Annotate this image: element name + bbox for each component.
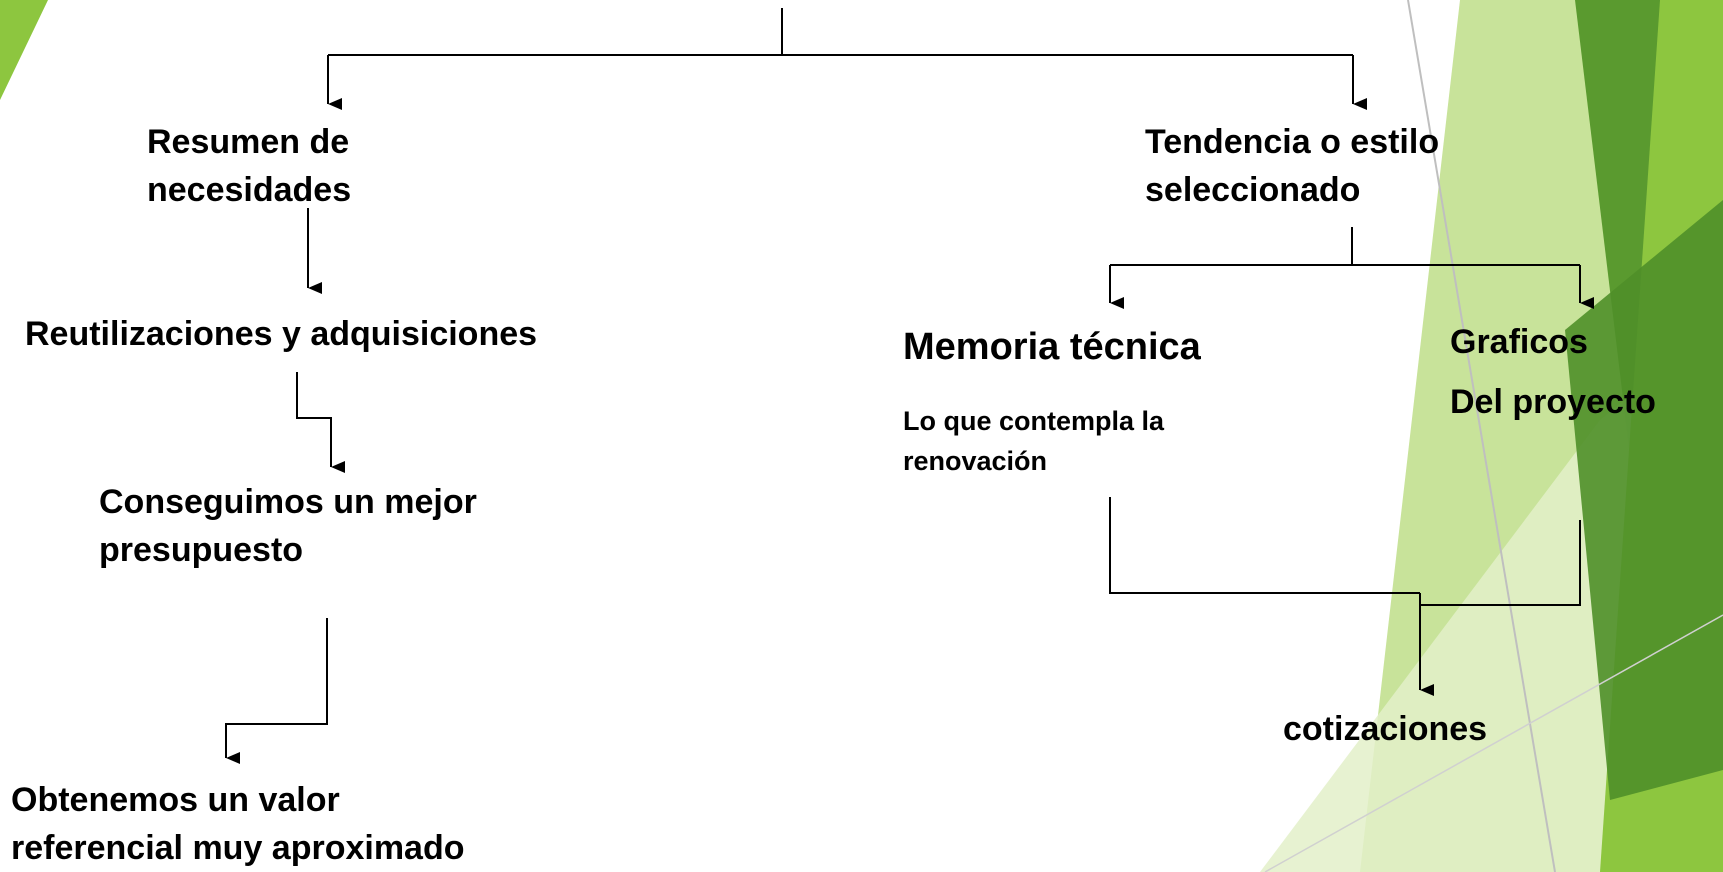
node-tendencia-line-2: seleccionado (1145, 171, 1361, 209)
node-conseguimos-line-2: presupuesto (99, 531, 304, 569)
bg-facet-light-left (0, 0, 48, 100)
node-resumen-line-2: necesidades (147, 171, 352, 209)
node-obtenemos-valor: Obtenemos un valor referencial muy aprox… (11, 776, 465, 872)
node-memoria-tecnica-title: Memoria técnica (903, 326, 1201, 368)
connector-graficos-merge (1420, 520, 1581, 606)
arrow-to-obtenemos (225, 618, 328, 764)
node-reutilizaciones: Reutilizaciones y adquisiciones (25, 310, 537, 358)
node-conseguimos-presupuesto: Conseguimos un mejor presupuesto (99, 478, 477, 574)
node-obtenemos-line-2: referencial muy aproximado (11, 829, 465, 867)
node-graficos-line-1: Graficos (1450, 323, 1588, 361)
node-tendencia-estilo: Tendencia o estilo seleccionado (1145, 118, 1439, 214)
node-conseguimos-line-1: Conseguimos un mejor (99, 483, 477, 521)
node-graficos-line-2: Del proyecto (1450, 383, 1656, 421)
node-memoria-desc-line-1: Lo que contempla la (903, 406, 1165, 436)
node-memoria-description: Lo que contempla la renovación (903, 401, 1164, 481)
node-reutilizaciones-line-1: Reutilizaciones y adquisiciones (25, 315, 538, 353)
arrow-to-conseguimos (296, 372, 345, 473)
node-tendencia-line-1: Tendencia o estilo (1145, 123, 1440, 161)
node-cotizaciones: cotizaciones (1283, 710, 1488, 748)
node-resumen-line-1: Resumen de (147, 123, 350, 161)
node-resumen-necesidades: Resumen de necesidades (147, 118, 351, 214)
bg-facet-deep (1565, 200, 1723, 800)
bg-diagonal-thin-1 (1407, 0, 1556, 872)
node-obtenemos-line-1: Obtenemos un valor (11, 781, 340, 819)
bg-diagonal-thin-2 (1264, 614, 1723, 872)
node-memoria-desc-line-2: renovación (903, 446, 1048, 476)
node-graficos: Graficos Del proyecto (1450, 318, 1656, 426)
connector-memoria-merge (1109, 497, 1420, 594)
